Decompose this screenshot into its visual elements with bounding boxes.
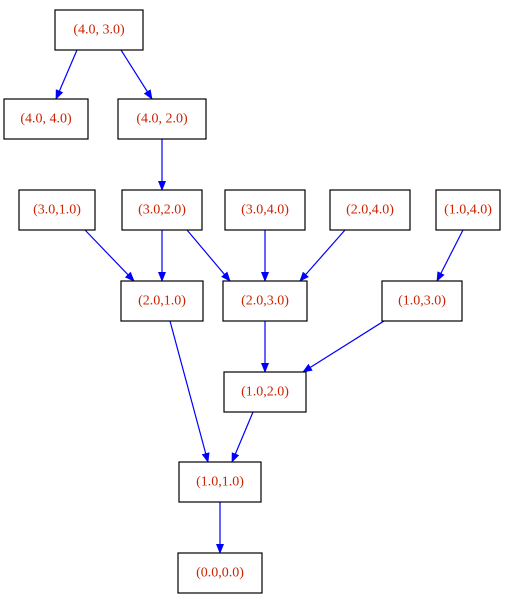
edge-n31-to-n21 [84,229,135,282]
edge-n13-to-n12 [302,320,385,373]
edge-n24-to-n23 [299,229,346,282]
node-label: (1.0,2.0) [241,385,289,400]
edge-n12-to-n11 [231,411,254,463]
node-box [224,189,306,231]
node-label: (2.0,4.0) [346,203,394,218]
node-label: (2.0,1.0) [138,294,186,309]
node-n13: (1.0,3.0) [381,280,463,322]
node-n21: (2.0,1.0) [120,280,204,322]
node-label: (0.0,0.0) [196,566,244,581]
node-label: (1.0,4.0) [444,203,492,218]
node-n14: (1.0,4.0) [435,189,501,231]
edge-n43-to-n44 [55,49,78,100]
edge-n32-to-n23 [186,229,231,282]
node-label: (3.0,2.0) [138,203,186,218]
node-n42: (4.0, 2.0) [117,98,207,140]
node-n31: (3.0,1.0) [18,189,96,231]
edge-n21-to-n11 [169,320,210,463]
node-box [117,98,207,140]
node-box [222,280,308,322]
node-label: (1.0,1.0) [196,475,244,490]
node-n00: (0.0,0.0) [177,552,263,594]
node-n23: (2.0,3.0) [222,280,308,322]
node-n12: (1.0,2.0) [223,371,307,413]
node-box [178,461,262,503]
node-box [121,189,203,231]
node-label: (4.0, 2.0) [136,112,188,127]
edge-n14-to-n13 [436,229,464,282]
node-box [381,280,463,322]
node-label: (3.0,1.0) [33,203,81,218]
edges-layer [55,49,464,554]
node-label: (4.0, 3.0) [73,23,125,38]
node-box [329,189,411,231]
node-n32: (3.0,2.0) [121,189,203,231]
node-label: (1.0,3.0) [398,294,446,309]
node-label: (3.0,4.0) [241,203,289,218]
node-box [120,280,204,322]
node-n44: (4.0, 4.0) [3,98,89,140]
node-box [3,98,89,140]
nodes-layer: (4.0, 3.0) (4.0, 4.0) (4.0, 2.0) (3.0,1.0) (… [3,9,501,594]
node-n34: (3.0,4.0) [224,189,306,231]
node-box [54,9,144,51]
node-box [223,371,307,413]
node-n24: (2.0,4.0) [329,189,411,231]
node-label: (4.0, 4.0) [20,112,72,127]
node-box [18,189,96,231]
node-box [177,552,263,594]
node-label: (2.0,3.0) [241,294,289,309]
edge-n43-to-n42 [120,49,153,100]
node-n11: (1.0,1.0) [178,461,262,503]
node-n43: (4.0, 3.0) [54,9,144,51]
node-box [435,189,501,231]
